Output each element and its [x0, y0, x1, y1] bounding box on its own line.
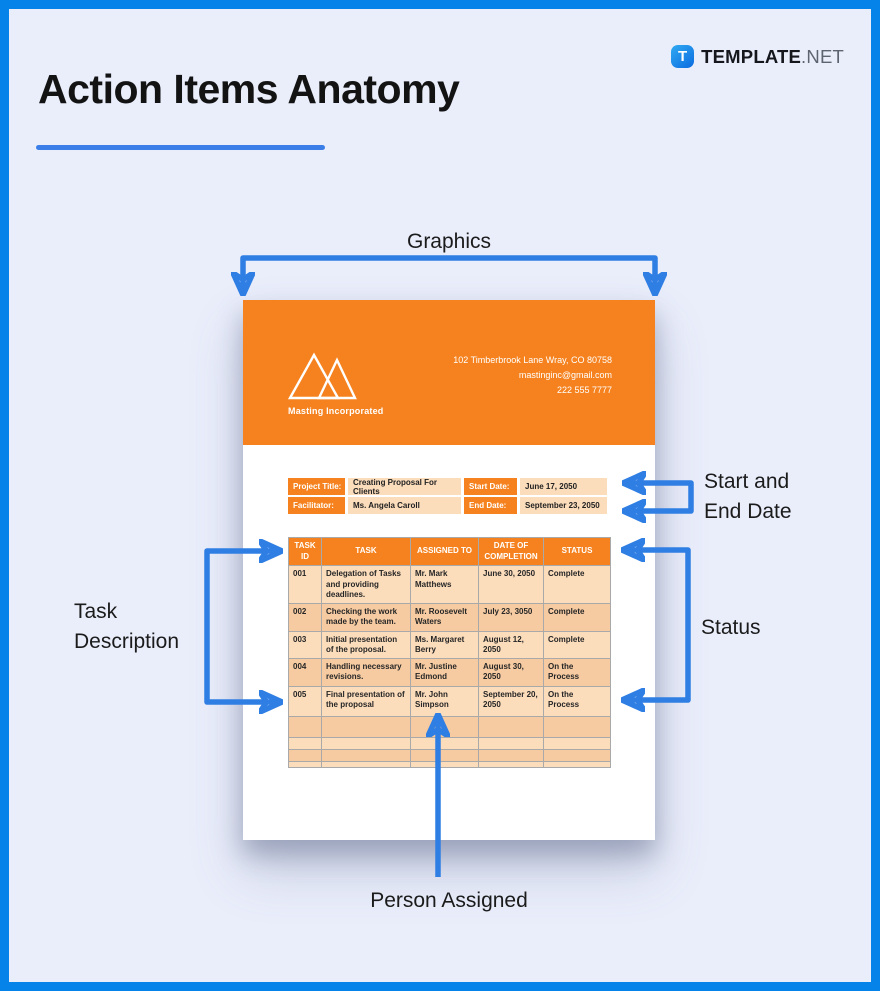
- empty-cell: [410, 736, 479, 750]
- table-cell: 004: [288, 657, 322, 687]
- brand-name-bold: TEMPLATE: [701, 45, 802, 67]
- template-net-logo-icon: T: [671, 45, 695, 68]
- empty-cell: [478, 736, 544, 750]
- table-cell: 005: [288, 685, 322, 717]
- table-cell: June 30, 2050: [478, 565, 544, 604]
- table-cell: Initial presentation of the proposal.: [321, 630, 411, 659]
- table-cell: 001: [288, 565, 322, 604]
- title-underline: [36, 145, 325, 150]
- start-date-value: June 17, 2050: [520, 478, 607, 495]
- page-title: Action Items Anatomy: [38, 66, 460, 112]
- project-title-label: Project Title:: [288, 478, 345, 495]
- table-cell: Handling necessary revisions.: [321, 657, 411, 687]
- header-date-of-completion: DATE OF COMPLETION: [478, 537, 544, 566]
- label-status: Status: [701, 616, 761, 639]
- header-assigned-to: ASSIGNED TO: [410, 537, 479, 566]
- empty-cell: [543, 760, 611, 768]
- project-title-value: Creating Proposal For Clients: [348, 478, 461, 495]
- table-cell: August 30, 2050: [478, 657, 544, 687]
- label-task-description: Task Description: [74, 600, 180, 653]
- table-cell: Complete: [543, 602, 611, 632]
- header-task: TASK: [321, 537, 411, 566]
- company-contact: 102 Timberbrook Lane Wray, CO 80758 mast…: [453, 353, 612, 398]
- empty-cell: [478, 760, 544, 768]
- company-logo: Masting Incorporated: [288, 352, 384, 416]
- table-cell: Ms. Margaret Berry: [410, 630, 479, 659]
- empty-cell: [288, 760, 322, 768]
- project-info-table: Project Title: Creating Proposal For Cli…: [288, 478, 610, 514]
- brand-logo[interactable]: T TEMPLATE.NET: [671, 45, 844, 68]
- header-status: STATUS: [543, 537, 611, 566]
- empty-cell: [321, 760, 411, 768]
- company-name: Masting Incorporated: [288, 406, 384, 416]
- empty-cell: [321, 748, 411, 762]
- label-person-assigned: Person Assigned: [370, 889, 528, 912]
- empty-table-row: [288, 748, 611, 762]
- table-cell: Delegation of Tasks and providing deadli…: [321, 565, 411, 604]
- table-cell: Final presentation of the proposal: [321, 685, 411, 717]
- empty-cell: [321, 736, 411, 750]
- company-email: mastinginc@gmail.com: [518, 370, 612, 380]
- company-phone: 222 555 7777: [556, 385, 612, 395]
- document-header: Masting Incorporated 102 Timberbrook Lan…: [243, 300, 655, 445]
- empty-cell: [543, 748, 611, 762]
- start-date-label: Start Date:: [464, 478, 517, 495]
- graphics-bracket-arrow: [243, 255, 655, 292]
- table-cell: On the Process: [543, 685, 611, 717]
- empty-cell: [288, 748, 322, 762]
- table-header-row: TASK ID TASK ASSIGNED TO DATE OF COMPLET…: [288, 537, 611, 566]
- table-cell: On the Process: [543, 657, 611, 687]
- facilitator-label: Facilitator:: [288, 497, 345, 514]
- table-cell: 002: [288, 602, 322, 632]
- table-cell: Checking the work made by the team.: [321, 602, 411, 632]
- table-cell: July 23, 3050: [478, 602, 544, 632]
- empty-cell: [321, 715, 411, 738]
- label-graphics: Graphics: [406, 230, 492, 253]
- end-date-label: End Date:: [464, 497, 517, 514]
- empty-cell: [288, 736, 322, 750]
- empty-table-row: [288, 715, 611, 738]
- empty-cell: [478, 748, 544, 762]
- table-cell: August 12, 2050: [478, 630, 544, 659]
- empty-table-row: [288, 760, 611, 768]
- table-cell: 003: [288, 630, 322, 659]
- empty-cell: [288, 715, 322, 738]
- table-cell: Complete: [543, 565, 611, 604]
- company-address: 102 Timberbrook Lane Wray, CO 80758: [453, 355, 612, 365]
- table-cell: Mr. Justine Edmond: [410, 657, 479, 687]
- label-start-end-date: Start and End Date: [704, 470, 792, 523]
- empty-cell: [543, 736, 611, 750]
- empty-cell: [410, 760, 479, 768]
- end-date-value: September 23, 2050: [520, 497, 607, 514]
- empty-table-row: [288, 736, 611, 750]
- brand-name-light: .NET: [801, 45, 844, 67]
- document-preview: Masting Incorporated 102 Timberbrook Lan…: [243, 300, 655, 840]
- mountain-logo-icon: [288, 352, 357, 400]
- brand-name: TEMPLATE.NET: [701, 46, 844, 68]
- table-cell: Mr. John Simpson: [410, 685, 479, 717]
- empty-cell: [543, 715, 611, 738]
- empty-cell: [478, 715, 544, 738]
- header-task-id: TASK ID: [288, 537, 322, 566]
- table-cell: Mr. Mark Matthews: [410, 565, 479, 604]
- table-cell: Mr. Roosevelt Waters: [410, 602, 479, 632]
- table-cell: September 20, 2050: [478, 685, 544, 717]
- table-cell: Complete: [543, 630, 611, 659]
- empty-cell: [410, 715, 479, 738]
- action-items-table: TASK ID TASK ASSIGNED TO DATE OF COMPLET…: [288, 537, 611, 768]
- empty-cell: [410, 748, 479, 762]
- facilitator-value: Ms. Angela Caroll: [348, 497, 461, 514]
